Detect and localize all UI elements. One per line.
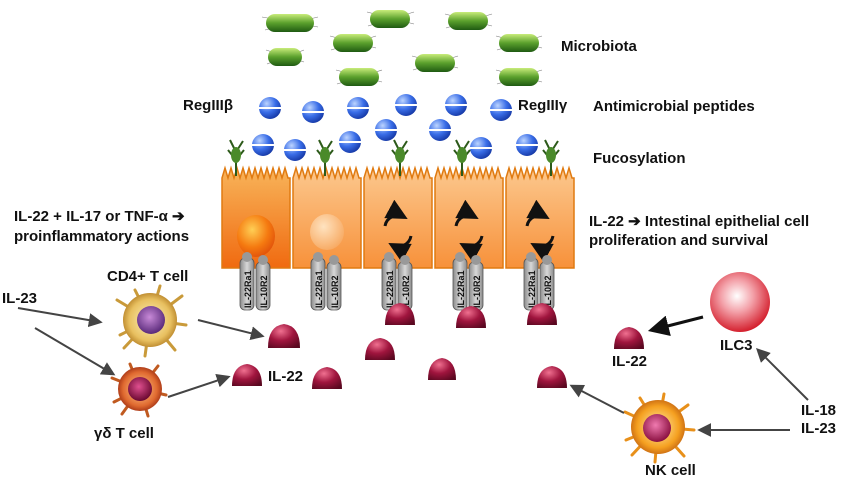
cd4-t-cell-label: CD4+ T cell xyxy=(107,268,189,285)
receptor-pairs: IL-22Ra1 IL-10R2 IL-22Ra1 IL-10R2 IL-22R… xyxy=(239,252,555,311)
antimicrobial-peptides-label: Antimicrobial peptides xyxy=(593,98,755,115)
proinflammatory-line1: IL-22 + IL-17 or TNF-α ➔ xyxy=(14,208,185,225)
bacterium-icon xyxy=(335,68,383,86)
ilc3-cell-icon xyxy=(710,272,770,332)
bacterium-icon xyxy=(495,68,543,86)
cd4-t-cell-icon xyxy=(115,284,188,358)
glycan-icon xyxy=(391,139,409,176)
epithelial-cell xyxy=(292,165,362,269)
receptor-il10r2-label: IL-10R2 xyxy=(472,275,482,308)
epithelial-effect-line1: IL-22 ➔ Intestinal epithelial cell xyxy=(589,213,810,230)
fucosylation-glycans xyxy=(227,139,560,176)
arrow-il18-il23-to-ilc3 xyxy=(756,348,809,401)
gd-t-cell-label: γδ T cell xyxy=(94,425,154,442)
peptide-icon xyxy=(259,97,281,119)
epithelial-cell xyxy=(505,165,575,269)
microbiota-label: Microbiota xyxy=(561,38,637,55)
arrow-ilc3-to-il22 xyxy=(647,315,704,337)
il23-right-label: IL-23 xyxy=(801,420,837,437)
arrow-gd-to-il22 xyxy=(167,373,231,398)
proliferation-cycle-icon xyxy=(454,199,484,263)
glycan-icon xyxy=(316,139,334,176)
il22-molecule-icon xyxy=(428,358,456,380)
receptor-il10r2-label: IL-10R2 xyxy=(401,275,411,308)
il22-molecule-icon xyxy=(365,338,395,360)
bacterium-icon xyxy=(265,48,305,66)
arrow-nk-to-il22 xyxy=(569,384,625,414)
glycan-icon xyxy=(453,139,471,176)
proliferation-cycle-icon xyxy=(383,199,413,263)
epithelial-effect-line2: proliferation and survival xyxy=(589,232,769,249)
peptide-icon xyxy=(302,101,324,123)
il22-molecule-icon xyxy=(456,306,486,328)
gd-t-cell-icon xyxy=(110,362,168,418)
microbiota-bacteria xyxy=(261,10,543,86)
receptor-il22ra1-label: IL-22Ra1 xyxy=(243,270,253,308)
arrow-cd4-to-il22 xyxy=(197,319,265,341)
il22-center-label: IL-22 xyxy=(268,368,304,385)
peptide-icon xyxy=(252,134,274,156)
il22-cytokines xyxy=(232,303,644,389)
bacterium-icon xyxy=(329,34,377,52)
glycan-icon xyxy=(542,139,560,176)
peptide-icon xyxy=(339,131,361,153)
il22-molecule-icon xyxy=(614,327,644,349)
peptide-icon xyxy=(429,119,451,141)
bacterium-icon xyxy=(444,12,493,30)
epithelial-cell xyxy=(221,165,291,269)
il22-molecule-icon xyxy=(268,324,300,348)
il22-right-label: IL-22 xyxy=(612,353,648,370)
signal-arrows xyxy=(17,307,809,437)
receptor-il22ra1-label: IL-22Ra1 xyxy=(456,270,466,308)
peptide-icon xyxy=(284,139,306,161)
regiii-beta-label: RegIIIβ xyxy=(183,97,233,114)
peptide-icon xyxy=(445,94,467,116)
il18-label: IL-18 xyxy=(801,402,837,419)
arrow-il23-to-cd4 xyxy=(17,307,103,328)
receptor-il22ra1-label: IL-22Ra1 xyxy=(314,270,324,308)
epithelial-cell xyxy=(363,165,433,269)
arrow-il23-to-gd xyxy=(34,327,116,376)
il22-molecule-icon xyxy=(537,366,567,388)
bacterium-icon xyxy=(366,10,415,28)
peptide-icon xyxy=(470,137,492,159)
peptide-icon xyxy=(395,94,417,116)
receptor-pair: IL-22Ra1 IL-10R2 xyxy=(381,252,413,311)
bacterium-icon xyxy=(495,34,543,52)
glycan-icon xyxy=(227,139,245,176)
il22-molecule-icon xyxy=(312,367,342,389)
peptide-icon xyxy=(516,134,538,156)
il23-left-label: IL-23 xyxy=(2,290,38,307)
il22-molecule-icon xyxy=(527,303,557,325)
peptide-icon xyxy=(347,97,369,119)
il22-molecule-icon xyxy=(385,303,415,325)
peptide-icon xyxy=(490,99,512,121)
receptor-il10r2-label: IL-10R2 xyxy=(330,275,340,308)
ilc3-label: ILC3 xyxy=(720,337,753,354)
receptor-il10r2-label: IL-10R2 xyxy=(543,275,553,308)
proinflammatory-line2: proinflammatory actions xyxy=(14,228,190,245)
il22-molecule-icon xyxy=(232,364,262,386)
antimicrobial-peptides xyxy=(252,94,538,161)
epithelial-layer xyxy=(221,165,575,269)
receptor-il10r2-label: IL-10R2 xyxy=(259,275,269,308)
receptor-il22ra1-label: IL-22Ra1 xyxy=(385,270,395,308)
bacterium-icon xyxy=(411,54,459,72)
bacterium-icon xyxy=(261,14,319,32)
peptide-icon xyxy=(375,119,397,141)
epithelial-cell xyxy=(434,165,504,269)
regiii-gamma-label: RegIIIγ xyxy=(518,97,568,114)
receptor-il22ra1-label: IL-22Ra1 xyxy=(527,270,537,308)
fucosylation-label: Fucosylation xyxy=(593,150,686,167)
proliferation-cycle-icon xyxy=(525,199,555,263)
nk-cell-icon xyxy=(623,392,696,464)
receptor-pair: IL-22Ra1 IL-10R2 xyxy=(239,252,271,311)
nk-cell-label: NK cell xyxy=(645,462,696,479)
receptor-pair: IL-22Ra1 IL-10R2 xyxy=(452,252,484,311)
receptor-pair: IL-22Ra1 IL-10R2 xyxy=(310,252,342,311)
receptor-pair: IL-22Ra1 IL-10R2 xyxy=(523,252,555,311)
